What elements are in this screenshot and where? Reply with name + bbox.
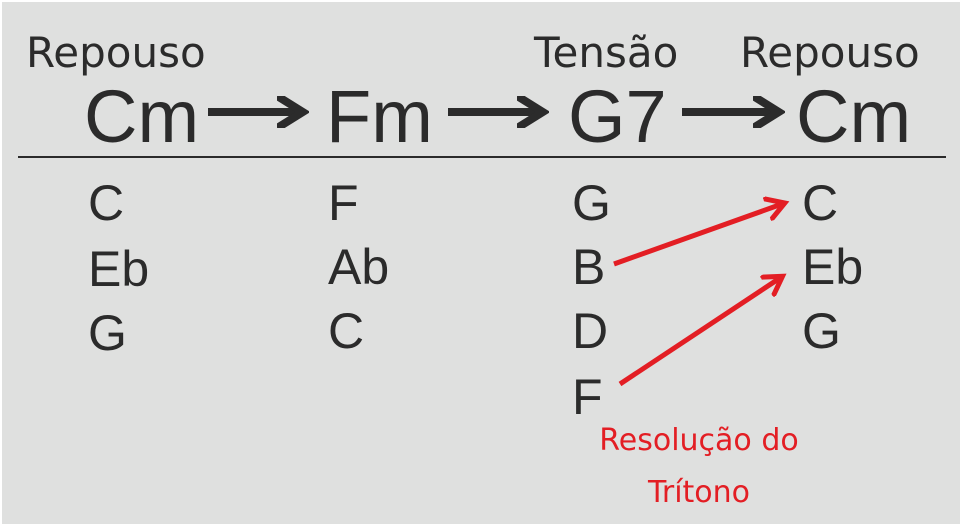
divider-line bbox=[18, 156, 946, 158]
chord-cm-end: Cm bbox=[796, 75, 912, 158]
note-cm-final-fifth: G bbox=[802, 303, 841, 359]
annotation-line-1: Resolução do bbox=[599, 423, 799, 458]
note-fm-root: F bbox=[328, 175, 359, 231]
note-g7-third: B bbox=[572, 239, 606, 295]
resolution-arrow-f-to-eb bbox=[618, 278, 780, 387]
annotation-line-2: Trítono bbox=[647, 475, 751, 510]
role-label-tensao: Tensão bbox=[534, 28, 679, 77]
note-fm-fifth: C bbox=[328, 303, 365, 359]
note-cm-root: C bbox=[88, 175, 125, 231]
note-fm-third: Ab bbox=[328, 239, 390, 295]
chord-cm-start: Cm bbox=[84, 75, 200, 158]
note-cm-final-root: C bbox=[802, 175, 839, 231]
resolution-arrow-b-to-c bbox=[613, 204, 782, 267]
note-cm-third: Eb bbox=[88, 241, 150, 297]
role-label-repouso-start: Repouso bbox=[26, 28, 206, 77]
note-g7-seventh: F bbox=[572, 369, 603, 425]
chord-fm: Fm bbox=[326, 75, 433, 158]
note-g7-fifth: D bbox=[572, 303, 609, 359]
note-cm-fifth: G bbox=[88, 305, 127, 361]
note-g7-root: G bbox=[572, 175, 611, 231]
note-cm-final-third: Eb bbox=[802, 239, 864, 295]
role-label-repouso-end: Repouso bbox=[740, 28, 920, 77]
chord-g7: G7 bbox=[568, 75, 667, 158]
